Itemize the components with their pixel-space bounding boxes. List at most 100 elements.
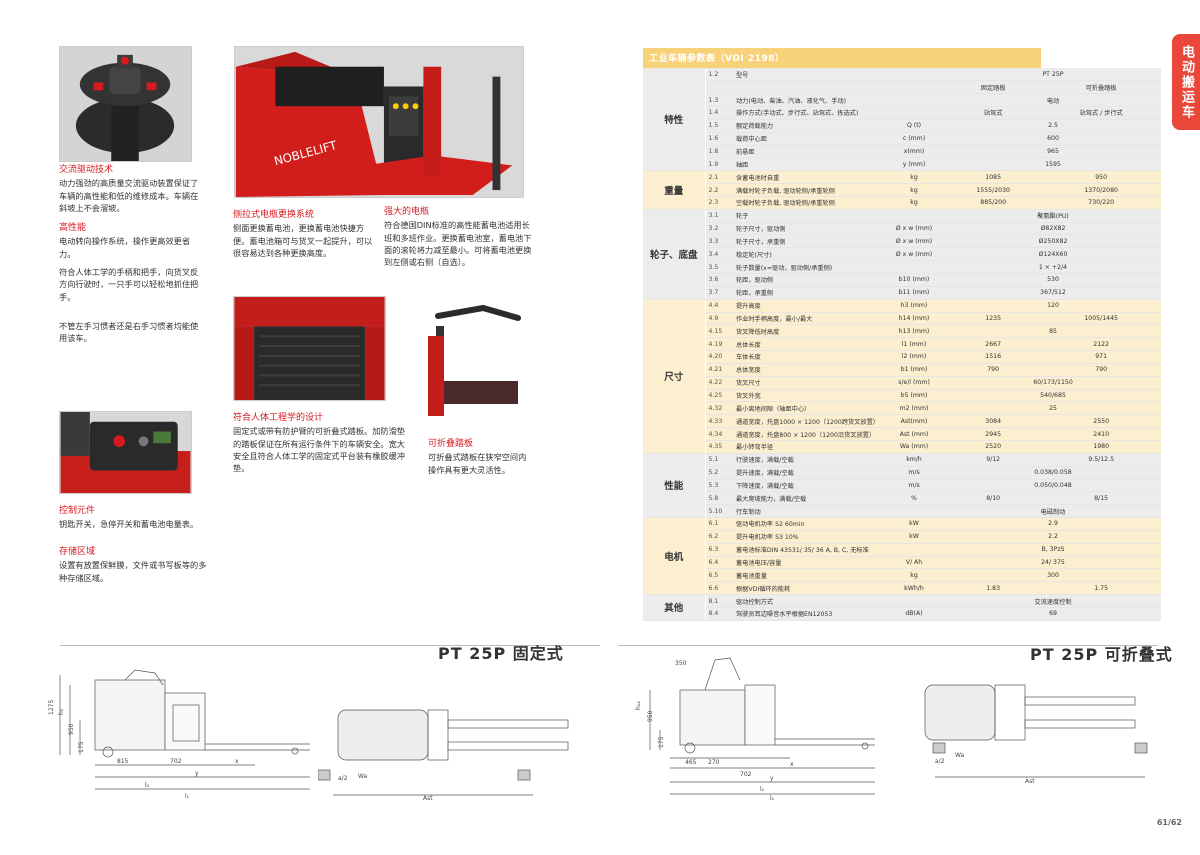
spec-unit: h14 (mm) [883, 312, 945, 326]
feature-strong-battery: 强大的电瓶 符合德国DIN标准的高性能蓄电池适用长班和多班作业。更换蓄电池室，蓄… [384, 206, 534, 268]
spec-unit: kWh/h [883, 581, 945, 596]
spec-desc: 轮子 [733, 209, 883, 223]
spec-category: 性能 [643, 453, 706, 519]
spec-desc: 稳定轮(尺寸) [733, 247, 883, 262]
spec-value-fixed: 8/10 [945, 491, 1042, 506]
feature-control-text: 钥匙开关，急停开关和蓄电池电量表。 [59, 519, 199, 530]
feature-storage: 存储区域 设置有放置保鲜膜，文件或书写板等的多种存储区域。 [59, 546, 209, 584]
feature-battery-change-title: 侧拉式电瓶更换系统 [233, 210, 315, 220]
spec-unit: c (mm) [883, 132, 945, 146]
section-tab[interactable]: 电动搬运车 [1172, 34, 1200, 130]
spec-unit: Ø x w (mm) [883, 234, 945, 249]
dim-950: 950 [68, 723, 75, 735]
spec-value: Ø250X82 [945, 234, 1161, 249]
spec-unit: Ø x w (mm) [883, 247, 945, 262]
spec-desc: 行驶速度，满载/空载 [733, 453, 883, 467]
dim-ast-right: Ast [1025, 778, 1035, 785]
feature-control: 控制元件 钥匙开关，急停开关和蓄电池电量表。 [59, 505, 209, 531]
spec-unit: x(mm) [883, 145, 945, 159]
spec-value-folding: 950 [1041, 170, 1161, 185]
spec-desc: 轴距 [733, 157, 883, 172]
dim-y-right: y [770, 775, 774, 782]
spec-desc [733, 80, 883, 95]
spec-value-fixed: 站驾式 [945, 106, 1042, 120]
spec-desc: 满载时轮子负载, 驱动轮侧/承重轮侧 [733, 183, 883, 197]
spec-caption: 工业车辆参数表（VDI 2198） [643, 48, 1042, 69]
dim-815: 815 [117, 758, 129, 765]
spec-code: 4.34 [705, 427, 733, 441]
feature-platform: 符合人体工程学的设计 固定式或带有防护臂的可折叠式踏板。加防滑垫的踏板保证在所有… [233, 412, 413, 474]
spec-desc: 作业时手柄高度，最小/最大 [733, 312, 883, 326]
platform-photo [233, 296, 386, 401]
dim-a2: a/2 [338, 775, 348, 782]
spec-category: 其他 [643, 594, 706, 621]
spec-desc: 含蓄电池时自重 [733, 170, 883, 185]
spec-value-fixed: 2667 [945, 337, 1042, 352]
spec-value: Ø82X82 [945, 222, 1161, 236]
spec-unit: Ø x w (mm) [883, 222, 945, 236]
spec-value-fixed: 9/12 [945, 453, 1042, 467]
spec-unit [883, 594, 945, 608]
spec-unit: kg [883, 183, 945, 197]
spec-desc: 前悬距 [733, 145, 883, 159]
spec-value-folding: 2550 [1041, 414, 1161, 429]
spec-unit: l1 (mm) [883, 337, 945, 352]
feature-platform-title: 符合人体工程学的设计 [233, 413, 324, 423]
spec-code: 4.19 [705, 337, 733, 352]
spec-value-fixed: 固定踏板 [945, 80, 1042, 95]
spec-desc: 提升电机功率 S3 10% [733, 530, 883, 544]
dim-350: 350 [675, 660, 687, 667]
spec-unit [883, 209, 945, 223]
spec-desc: 提升高度 [733, 299, 883, 313]
control-panel-photo [59, 411, 192, 494]
dim-l2-right: l₂ [760, 786, 765, 793]
right-top-drawing: a/2 Wa Ast [905, 675, 1160, 785]
spec-code: 4.33 [705, 414, 733, 429]
right-model-title: PT 25P 可折叠式 [1030, 645, 1173, 664]
right-side-drawing: 350 h₁₄ 950 175 465 270 702 x y l₂ l₁ [630, 650, 880, 800]
spec-category: 特性 [643, 68, 706, 172]
dim-x: x [235, 758, 239, 765]
spec-value-folding: 1.75 [1041, 581, 1161, 596]
dim-l1: l₁ [185, 793, 190, 800]
spec-unit: kg [883, 196, 945, 210]
spec-code: 2.3 [705, 196, 733, 210]
spec-unit: b5 (mm) [883, 389, 945, 403]
spec-value: PT 25P [945, 68, 1161, 82]
spec-value: 965 [945, 145, 1161, 159]
spec-unit [883, 68, 945, 82]
dim-wa: Wa [358, 773, 368, 780]
spec-value: 120 [945, 299, 1161, 313]
spec-value: 24/ 375 [945, 556, 1161, 570]
spec-unit: kW [883, 517, 945, 531]
spec-unit: h3 (mm) [883, 299, 945, 313]
dim-l2: l₂ [145, 782, 150, 789]
spec-desc: 行车制动 [733, 504, 883, 519]
feature-drive-title: 交流驱动技术 [59, 165, 114, 175]
spec-desc: 轮子尺寸，驱动侧 [733, 222, 883, 236]
spec-desc: 货叉降低时高度 [733, 324, 883, 339]
spec-code: 6.1 [705, 517, 733, 531]
spec-unit: Q (t) [883, 119, 945, 133]
spec-value: 2.5 [945, 119, 1161, 133]
spec-desc: 动力(电动、柴油、汽油、液化气、手动) [733, 93, 883, 108]
spec-code: 1.9 [705, 157, 733, 172]
feature-strong-battery-title: 强大的电瓶 [384, 207, 430, 217]
